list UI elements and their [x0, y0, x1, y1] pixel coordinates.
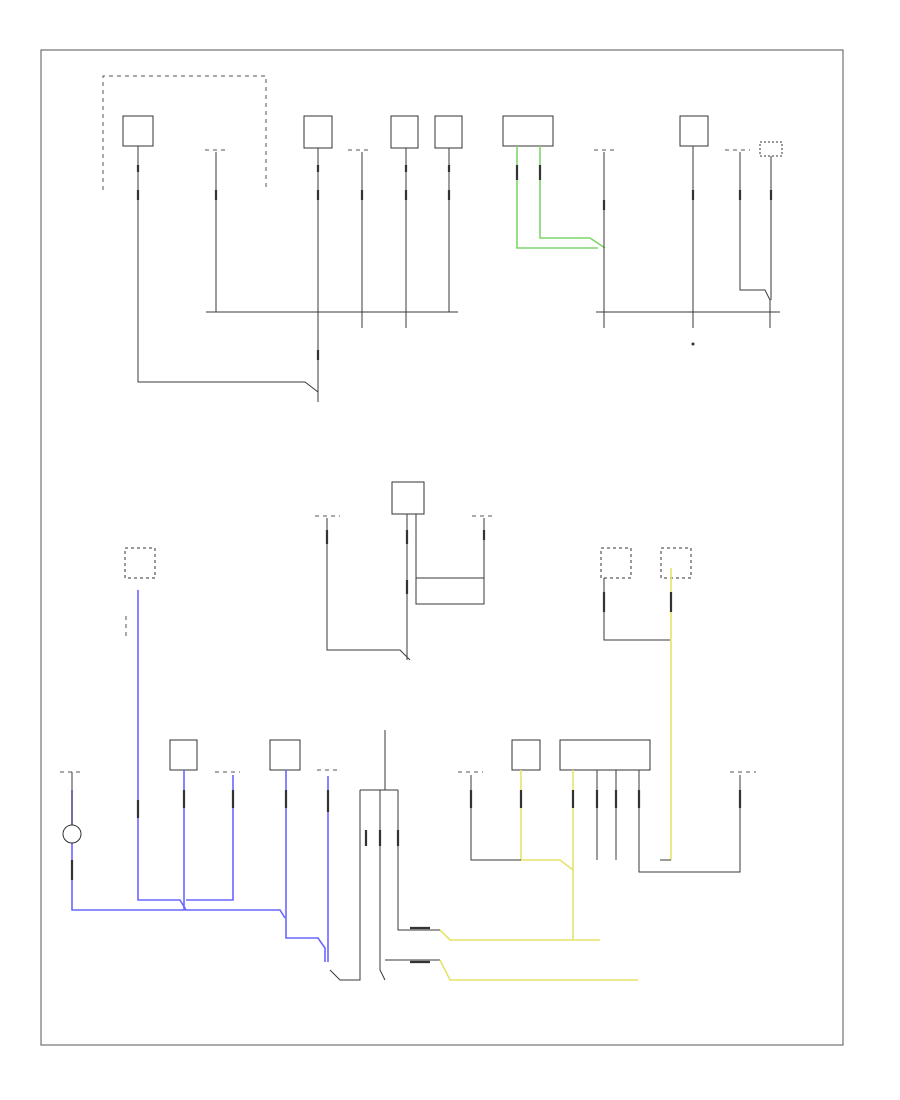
optional-equipment-bracket — [102, 75, 267, 190]
wire-g3 — [329, 790, 361, 981]
component-box-12 — [169, 739, 198, 771]
wire-blue-5 — [285, 770, 326, 962]
component-box-1 — [122, 115, 154, 147]
component-box-15 — [559, 739, 651, 771]
component-box-6 — [679, 115, 709, 147]
wire-m4 — [415, 514, 485, 605]
bottom-ground-section — [60, 590, 756, 981]
wire-yellow-3 — [439, 959, 638, 981]
wire-green-1 — [516, 146, 598, 249]
component-box-7 — [759, 141, 783, 157]
wire-blue-3 — [186, 775, 234, 901]
component-box-9 — [600, 547, 632, 579]
wire-blue-4 — [71, 790, 286, 919]
component-box-4 — [434, 115, 463, 149]
wire-r1 — [470, 775, 521, 861]
terminal-ticks-bottom — [70, 790, 742, 964]
component-box-8 — [391, 481, 425, 515]
ground-point-right — [691, 342, 695, 346]
wire-green-2 — [539, 146, 606, 249]
component-box-10 — [660, 547, 692, 579]
component-box-11 — [124, 547, 156, 579]
terminal-ticks-right — [602, 592, 673, 612]
wire-g4 — [379, 790, 386, 981]
wire-m3 — [416, 518, 485, 579]
component-box-14 — [511, 739, 541, 771]
component-box-2 — [303, 115, 333, 149]
component-box-13 — [269, 739, 301, 771]
wire-t9 — [739, 152, 771, 328]
component-box-3 — [390, 115, 419, 149]
wire-m1 — [326, 518, 411, 661]
top-ground-section — [102, 75, 783, 402]
wire-blue-vertical — [137, 590, 187, 911]
component-box-5 — [502, 115, 554, 147]
middle-ground-section — [124, 481, 692, 860]
wire-m5 — [603, 578, 670, 641]
terminal-ticks-middle — [325, 530, 486, 594]
wire-yellow-2 — [439, 929, 600, 941]
diagram-border — [40, 49, 844, 1046]
wire-g5 — [397, 790, 440, 931]
wire-r4 — [638, 770, 741, 873]
wire-t1 — [137, 146, 319, 402]
lamp-symbol — [62, 824, 82, 844]
terminal-ticks-top — [136, 165, 773, 360]
wire-yellow-5 — [520, 770, 574, 871]
